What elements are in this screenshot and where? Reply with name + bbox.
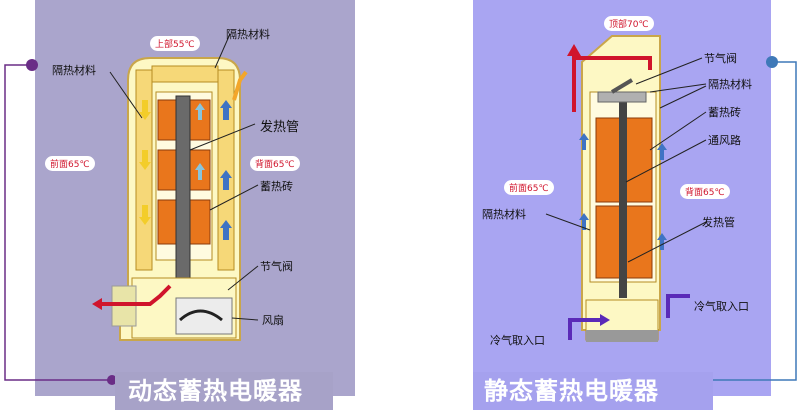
right-label-insulation-top: 隔热材料 — [708, 78, 752, 91]
static-heating-tube — [619, 102, 627, 298]
right-caption-background — [473, 372, 713, 410]
left-label-heating-tube: 发热管 — [260, 120, 300, 135]
dynamic-heater-caption: 动态蓄热电暖器 — [128, 377, 303, 405]
right-label-cold-air-inlet-right: 冷气取入口 — [694, 300, 749, 313]
right-label-throttle-valve: 节气阀 — [704, 52, 737, 65]
right-front-temp-tag: 前面65℃ — [504, 180, 554, 195]
static-heater-illustration — [567, 35, 690, 342]
right-label-insulation-left: 隔热材料 — [482, 208, 526, 221]
left-back-temp-tag: 背面65℃ — [250, 156, 300, 171]
left-connector — [4, 59, 117, 385]
left-label-insulation-left: 隔热材料 — [52, 64, 96, 77]
left-label-insulation-top: 隔热材料 — [226, 28, 270, 41]
left-label-storage-brick: 蓄热砖 — [260, 180, 293, 193]
right-label-air-duct: 通风路 — [708, 134, 741, 147]
left-top-temp-tag: 上部55℃ — [150, 36, 200, 51]
left-front-temp-tag: 前面65℃ — [45, 156, 95, 171]
left-caption-background — [115, 372, 333, 410]
right-label-storage-brick: 蓄热砖 — [708, 106, 741, 119]
right-back-temp-tag: 背面65℃ — [680, 184, 730, 199]
fan-blade — [178, 309, 223, 322]
left-label-throttle-valve: 节气阀 — [260, 260, 293, 273]
right-label-cold-air-inlet-bottom: 冷气取入口 — [490, 334, 545, 347]
dynamic-heater-illustration — [92, 57, 248, 341]
right-top-temp-tag: 顶部70℃ — [604, 16, 654, 31]
right-label-heating-tube: 发热管 — [702, 216, 735, 229]
static-heater-caption: 静态蓄热电暖器 — [484, 377, 659, 405]
left-label-fan: 风扇 — [262, 314, 284, 327]
